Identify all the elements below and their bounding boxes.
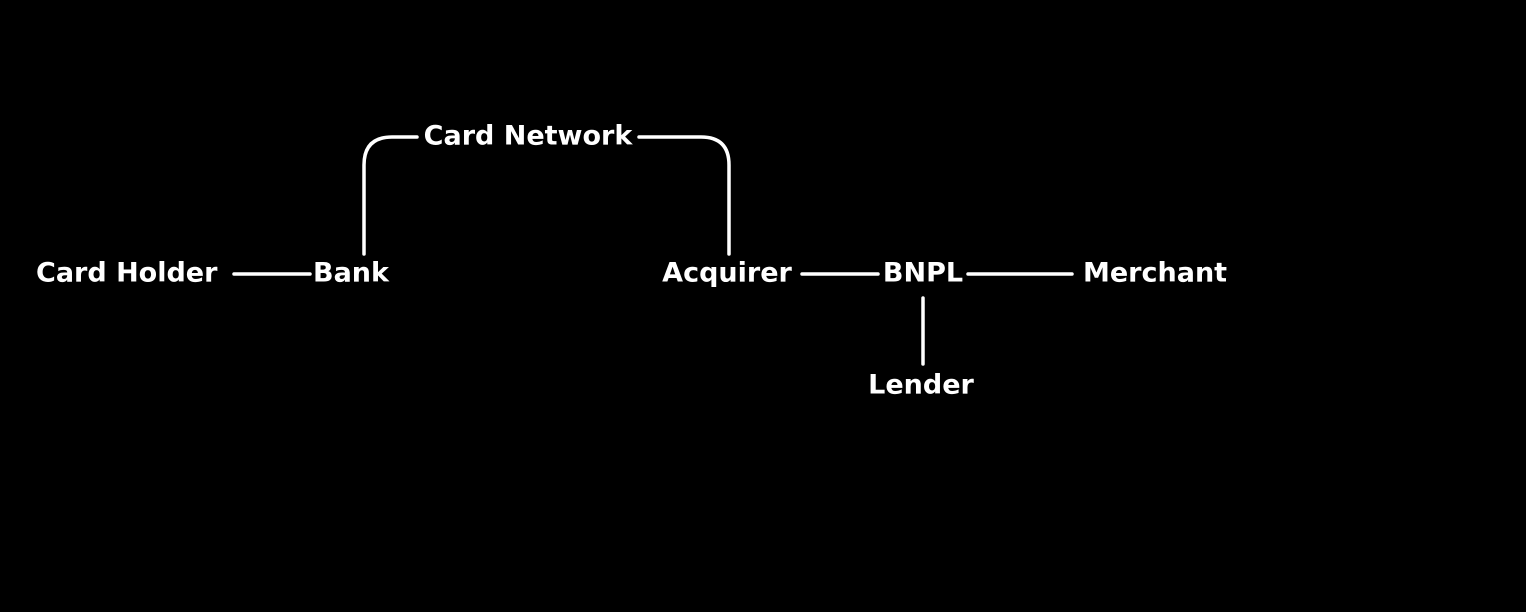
node-bnpl: BNPL [883, 258, 963, 289]
node-card-holder: Card Holder [36, 258, 218, 289]
node-lender: Lender [868, 370, 974, 401]
edge-card-network-acquirer [637, 135, 731, 256]
edge-bank-card-network [362, 135, 419, 256]
node-card-network: Card Network [424, 121, 634, 152]
node-bank: Bank [313, 258, 390, 289]
node-merchant: Merchant [1083, 258, 1227, 289]
node-acquirer: Acquirer [662, 258, 792, 289]
